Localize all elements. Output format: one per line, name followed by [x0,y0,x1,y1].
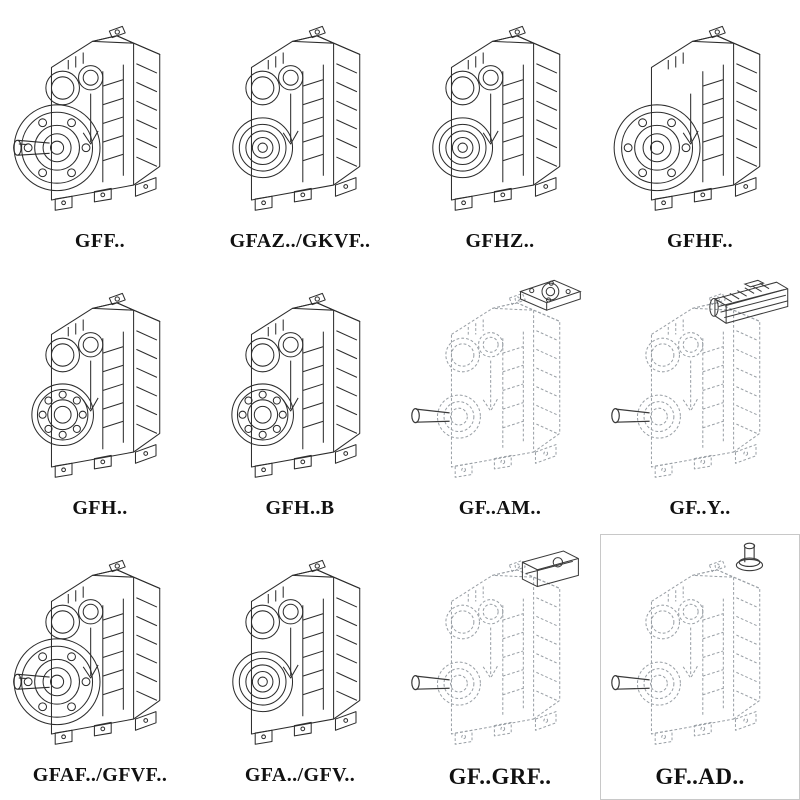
input-stage-circles [445,599,504,640]
housing-outline [650,559,761,745]
catalog-cell-gf-am: GF..AM.. [400,267,600,534]
model-label: GFAF../GFVF.. [32,764,168,786]
catalog-cell-gfaz-gkvf: GFAZ../GKVF.. [200,0,400,267]
catalog-cell-gf-y: GF..Y.. [600,267,800,534]
input-stage-circles [645,599,704,640]
input-stage-circles [445,65,504,106]
housing-outline [650,25,761,211]
input-stage-circles [45,599,104,640]
gearbox-foot-mounted-bearing-drawing [31,292,161,478]
output-boss [636,394,681,439]
gearbox-flange-shaft-drawing [13,559,161,745]
input-stage-circles [445,332,504,373]
input-adapter [521,550,579,588]
input-stage-circles [45,332,104,373]
model-label: GFH..B [265,497,335,519]
housing-outline [450,292,561,478]
input-stage-circles [245,332,304,373]
input-flange [520,279,581,311]
catalog-cell-gfhz: GFHZ.. [400,0,600,267]
gearbox-flange-shaft-drawing [13,25,161,211]
output-shaft [611,675,651,691]
catalog-cell-gfh: GFH.. [0,267,200,534]
output-shaft [411,675,451,691]
model-label: GFA../GFV.. [244,764,356,786]
hollow-output-bore [232,117,294,179]
input-stage-circles [45,65,104,106]
output-shaft [411,408,451,424]
output-boss [436,661,481,706]
output-bearing [31,383,94,447]
model-label: GFAZ../GKVF.. [229,230,371,252]
gearbox-hollow-bore-drawing [232,559,361,745]
gearbox-hollow-bore-drawing [232,25,361,211]
catalog-cell-gfa-gfv: GFA../GFV.. [200,534,400,800]
catalog-cell-gf-grf: GF..GRF.. [400,534,600,800]
gearbox-foot-mounted-bearing-drawing [231,292,361,478]
catalog-cell-gff: GFF.. [0,0,200,267]
model-label: GFHF.. [666,230,734,252]
housing-outline [50,25,161,211]
output-bearing [231,383,294,447]
housing-outline [50,559,161,745]
gearbox-input-adapter-drawing [411,550,579,745]
model-label: GFF.. [74,230,126,252]
gearbox-output-flange-drawing [613,25,761,211]
input-stage-circles [245,599,304,640]
gearbox-hollow-bore-drawing [432,25,561,211]
output-boss [636,661,681,706]
catalog-cell-gf-ad: GF..AD.. [600,534,800,800]
gearbox-input-shaft-top-drawing [611,542,764,745]
gearbox-with-motor-drawing [611,279,789,478]
model-label: GF..GRF.. [448,764,552,789]
housing-outline [650,292,761,478]
housing-outline [50,292,161,478]
hollow-output-bore [232,651,294,713]
model-label: GFHZ.. [465,230,535,252]
hollow-output-bore [432,117,494,179]
housing-outline [450,559,561,745]
input-stage-circles [245,65,304,106]
housing-outline [250,292,361,478]
output-flange [613,104,701,192]
model-label: GF..AD.. [655,764,745,789]
catalog-cell-gfaf-gfvf: GFAF../GFVF.. [0,534,200,800]
catalog-cell-gfh-b: GFH..B [200,267,400,534]
output-flange [13,104,101,192]
output-boss [436,394,481,439]
input-stage-circles [645,332,704,373]
output-shaft [611,408,651,424]
output-flange [13,638,101,726]
model-label: GF..Y.. [669,497,731,519]
gearbox-input-flange-top-drawing [411,279,581,478]
catalog-cell-gfhf: GFHF.. [600,0,800,267]
model-label: GFH.. [72,497,128,519]
model-label: GF..AM.. [458,497,542,519]
input-shaft-stub [735,542,764,572]
